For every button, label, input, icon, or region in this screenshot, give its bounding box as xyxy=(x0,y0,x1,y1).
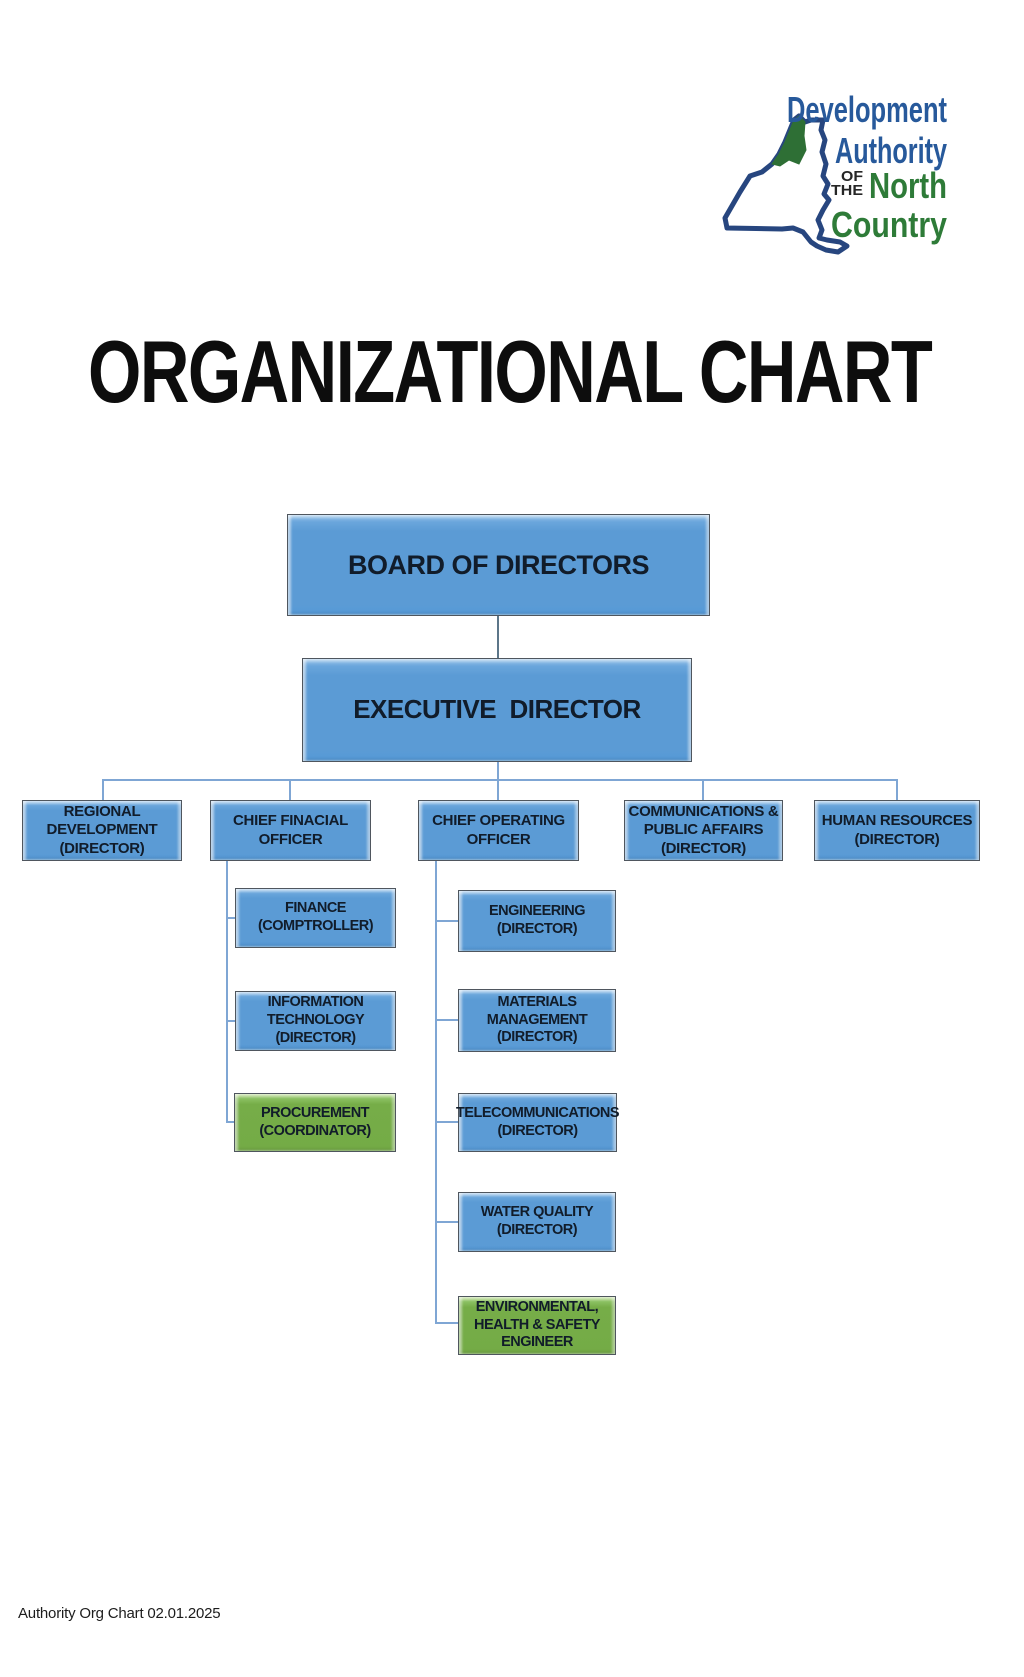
org-node-human-resources: HUMAN RESOURCES (DIRECTOR) xyxy=(814,800,980,861)
org-node-environmental-health-safety: ENVIRONMENTAL, HEALTH & SAFETY ENGINEER xyxy=(458,1296,616,1355)
logo-text-authority: Authority xyxy=(835,130,947,171)
org-node-communications-public-affairs: COMMUNICATIONS & PUBLIC AFFAIRS (DIRECTO… xyxy=(624,800,783,861)
org-node-chief-operating-officer: CHIEF OPERATING OFFICER xyxy=(418,800,579,861)
logo-text-north: North xyxy=(869,165,947,206)
page-title: ORGANIZATIONAL CHART xyxy=(88,322,933,421)
ny-state-icon xyxy=(722,113,850,255)
org-node-regional-development: REGIONAL DEVELOPMENT (DIRECTOR) xyxy=(22,800,182,861)
connector-coo-hang-line xyxy=(435,861,437,1324)
connector-trunk xyxy=(102,779,898,781)
connector-drop-hr xyxy=(896,779,898,800)
connector-drop-coo xyxy=(497,779,499,800)
org-node-materials-management: MATERIALS MANAGEMENT (DIRECTOR) xyxy=(458,989,616,1052)
connector-drop-regional xyxy=(102,779,104,800)
org-node-engineering: ENGINEERING (DIRECTOR) xyxy=(458,890,616,952)
connector-board-executive xyxy=(497,616,499,658)
connector-drop-communications xyxy=(702,779,704,800)
org-node-board-of-directors: BOARD OF DIRECTORS xyxy=(287,514,710,616)
org-node-chief-financial-officer: CHIEF FINACIAL OFFICER xyxy=(210,800,371,861)
footer-note: Authority Org Chart 02.01.2025 xyxy=(18,1605,221,1622)
logo-text-country: Country xyxy=(831,204,947,245)
connector-stub-engineering xyxy=(435,920,458,922)
connector-stub-telecom xyxy=(435,1121,458,1123)
north-country-region-icon xyxy=(771,115,807,167)
connector-stub-finance xyxy=(226,917,235,919)
connector-stub-water xyxy=(435,1221,458,1223)
org-node-information-technology: INFORMATION TECHNOLOGY (DIRECTOR) xyxy=(235,991,396,1051)
connector-cfo-hang-line xyxy=(226,861,228,1123)
logo-text-development: Development xyxy=(787,89,947,130)
connector-drop-cfo xyxy=(289,779,291,800)
org-node-executive-director: EXECUTIVE DIRECTOR xyxy=(302,658,692,762)
org-node-finance: FINANCE (COMPTROLLER) xyxy=(235,888,396,948)
connector-stub-materials xyxy=(435,1019,458,1021)
logo-text-of: OF xyxy=(841,168,863,185)
org-node-water-quality: WATER QUALITY (DIRECTOR) xyxy=(458,1192,616,1252)
logo-text-the: THE xyxy=(831,182,863,199)
connector-stub-procurement xyxy=(226,1121,234,1123)
org-node-procurement: PROCUREMENT (COORDINATOR) xyxy=(234,1093,396,1152)
logo: Development Authority OF THE North Count… xyxy=(722,89,947,255)
connector-stub-it xyxy=(226,1020,235,1022)
org-node-telecommunications: TELECOMMUNICATIONS (DIRECTOR) xyxy=(456,1093,620,1152)
connector-executive-trunk xyxy=(497,762,499,780)
connector-stub-environmental xyxy=(435,1322,458,1324)
